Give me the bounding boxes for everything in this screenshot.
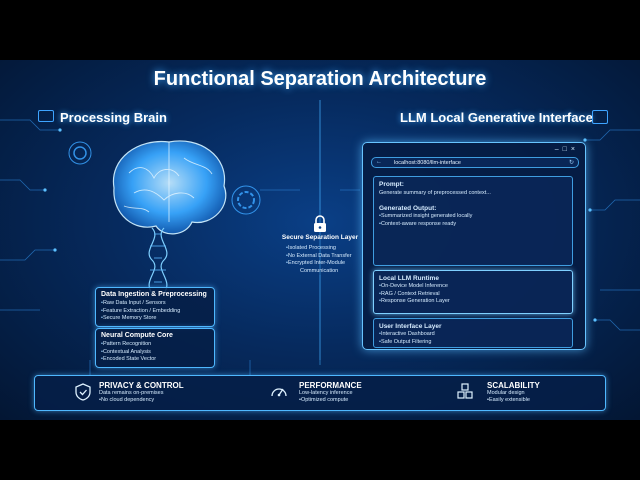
shield-icon [75, 383, 91, 401]
privacy-line: Data remains on-premises [99, 390, 164, 396]
chart-icon [38, 110, 54, 122]
performance-title: PERFORMANCE [299, 381, 362, 390]
neural-item: Contextual Analysis [101, 349, 209, 357]
runtime-item: Response Generation Layer [379, 298, 567, 306]
performance-line: Low-latency inference [299, 390, 353, 396]
window-controls: –□× [555, 146, 579, 153]
close-icon[interactable]: × [570, 146, 579, 153]
browser-window: –□× ← localhost:8080/llm-interface ↻ Pro… [362, 142, 586, 350]
scalability-line: Modular design [487, 390, 525, 396]
speedometer-icon [271, 388, 287, 397]
ingestion-title: Data Ingestion & Preprocessing [101, 291, 207, 298]
minimize-icon[interactable]: – [554, 146, 563, 153]
ui-layer-block: User Interface Layer Interactive Dashboa… [373, 318, 573, 348]
cubes-icon [457, 383, 473, 399]
runtime-item: RAG / Context Retrieval [379, 291, 567, 299]
url-text: localhost:8080/llm-interface [394, 160, 461, 166]
maximize-icon[interactable]: □ [562, 146, 571, 153]
separation-item-cont: Communication [300, 267, 339, 274]
neural-core-panel: Neural Compute Core Pattern Recognition … [95, 328, 215, 368]
ingestion-item: Raw Data Input / Sensors [101, 300, 209, 308]
scalability-section: SCALABILITY Modular design Easily extens… [487, 381, 540, 404]
ingestion-item: Feature Extraction / Embedding [101, 308, 209, 316]
ingestion-item: Secure Memory Store [101, 315, 209, 323]
output-item: Context-aware response ready [379, 221, 567, 229]
back-icon[interactable]: ← [376, 159, 382, 165]
ui-layer-title: User Interface Layer [379, 323, 442, 330]
neural-item: Encoded State Vector [101, 356, 209, 364]
scalability-line: Easily extensible [487, 397, 540, 404]
letterbox-top [0, 0, 640, 60]
ui-layer-item: Safe Output Filtering [379, 339, 567, 347]
neural-core-title: Neural Compute Core [101, 332, 173, 339]
output-item: Summarized insight generated locally [379, 213, 567, 221]
privacy-section: PRIVACY & CONTROL Data remains on-premis… [99, 381, 184, 404]
separation-item: No External Data Transfer [286, 253, 382, 261]
circuit-background [0, 100, 640, 375]
runtime-title: Local LLM Runtime [379, 275, 439, 282]
letterbox-bottom [0, 420, 640, 480]
lock-icon [314, 215, 326, 232]
performance-line: Optimized compute [299, 397, 362, 404]
diagram-canvas: Functional Separation Architecture Proce… [0, 60, 640, 420]
performance-section: PERFORMANCE Low-latency inference Optimi… [299, 381, 362, 404]
separation-layer-title: Secure Separation Layer [281, 234, 359, 241]
output-label: Generated Output: [379, 205, 437, 212]
separation-item: Isolated Processing [286, 245, 382, 253]
separation-item: Encrypted Inter-Module [286, 260, 382, 268]
prompt-text[interactable]: Generate summary of preprocessed context… [379, 190, 491, 196]
separation-layer-list: Isolated Processing No External Data Tra… [286, 245, 382, 275]
refresh-icon[interactable]: ↻ [568, 160, 574, 166]
address-bar[interactable]: ← localhost:8080/llm-interface ↻ [371, 157, 579, 168]
runtime-item: On-Device Model Inference [379, 283, 567, 291]
llm-interface-title: LLM Local Generative Interface [400, 110, 593, 125]
ui-layer-item: Interactive Dashboard [379, 331, 567, 339]
privacy-line: No cloud dependency [99, 397, 184, 404]
prompt-label: Prompt: [379, 181, 404, 188]
llm-runtime-block: Local LLM Runtime On-Device Model Infere… [373, 270, 573, 314]
chip-icon [592, 110, 608, 124]
benefits-footer: PRIVACY & CONTROL Data remains on-premis… [34, 375, 606, 411]
processing-brain-title: Processing Brain [60, 110, 167, 125]
brain-icon [112, 140, 227, 294]
page-title: Functional Separation Architecture [153, 68, 487, 90]
neural-item: Pattern Recognition [101, 341, 209, 349]
privacy-title: PRIVACY & CONTROL [99, 381, 184, 390]
scalability-title: SCALABILITY [487, 381, 540, 390]
prompt-output-block: Prompt: Generate summary of preprocessed… [373, 176, 573, 266]
ingestion-panel: Data Ingestion & Preprocessing Raw Data … [95, 287, 215, 327]
